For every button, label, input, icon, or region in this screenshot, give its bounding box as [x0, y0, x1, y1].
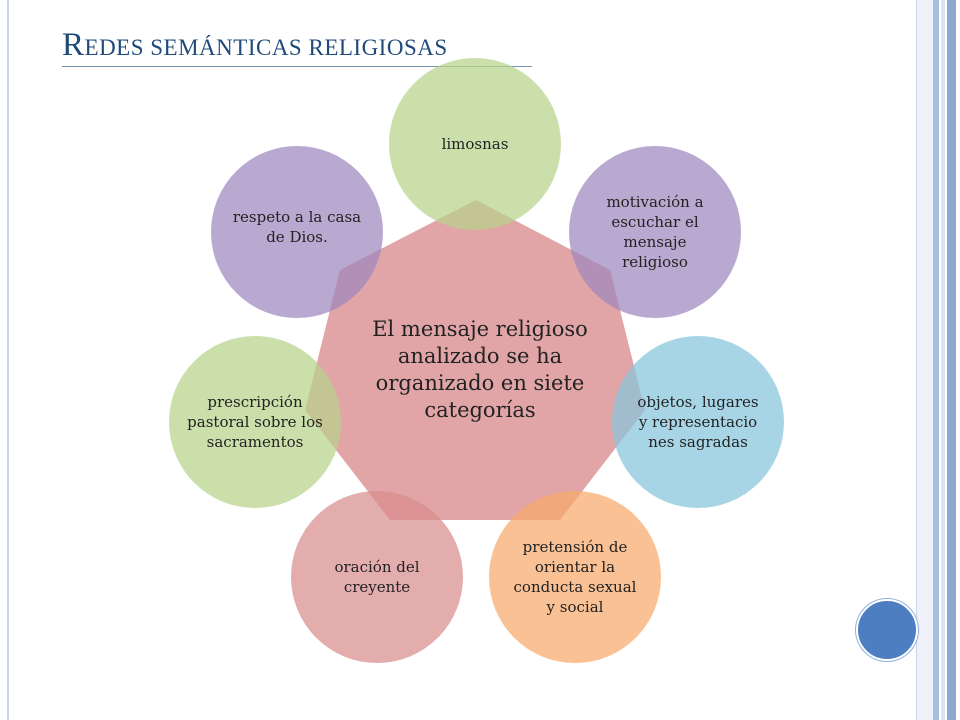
node-label-oracion: oración del creyente — [334, 558, 420, 596]
node-circle-oracion — [291, 491, 463, 663]
node-label-prescripcion: prescripción pastoral sobre los sacramen… — [187, 393, 323, 451]
accent-circle — [856, 599, 918, 661]
slide-title-initial: R — [62, 27, 85, 63]
rail-dark — [947, 0, 956, 720]
rail-pale — [941, 0, 945, 720]
slide-title-rest: edes semánticas religiosas — [84, 35, 448, 60]
rail-mid — [933, 0, 939, 720]
center-label: El mensaje religioso analizado se ha org… — [372, 317, 588, 422]
node-label-motivacion: motivación a escuchar el mensaje religio… — [606, 193, 704, 271]
node-circle-prescripcion — [169, 336, 341, 508]
node-circle-respeto — [211, 146, 383, 318]
left-frame-line — [7, 0, 9, 720]
center-heptagon — [305, 200, 645, 520]
rail-light — [916, 0, 933, 720]
node-circle-objetos — [612, 336, 784, 508]
node-circle-pretension — [489, 491, 661, 663]
title-underline — [62, 66, 532, 67]
node-label-respeto: respeto a la casa de Dios. — [232, 208, 362, 246]
node-label-objetos: objetos, lugares y representacio nes sag… — [637, 393, 759, 451]
decorative-side-rails — [916, 0, 960, 720]
node-circle-motivacion — [569, 146, 741, 318]
slide-title: Redes semánticas religiosas — [62, 26, 448, 64]
node-circle-limosnas — [389, 58, 561, 230]
node-label-pretension: pretensión de orientar la conducta sexua… — [513, 538, 637, 616]
node-label-limosnas: limosnas — [441, 135, 509, 153]
